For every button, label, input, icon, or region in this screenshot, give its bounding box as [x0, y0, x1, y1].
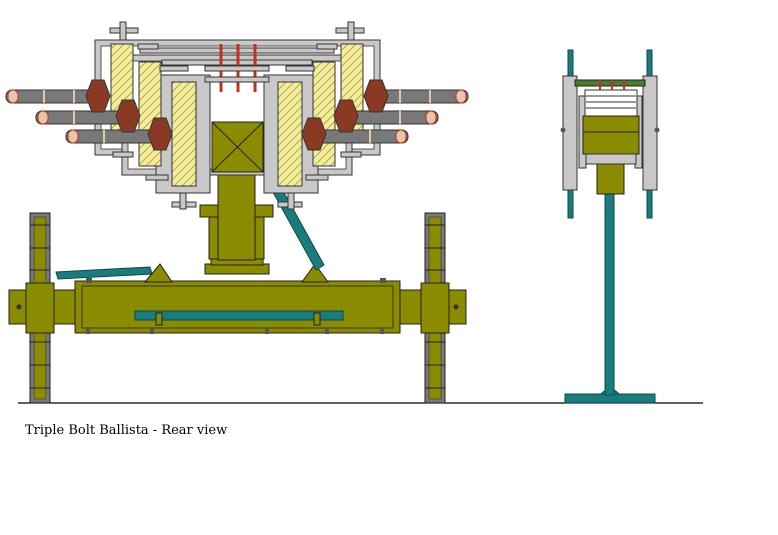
right-wheel [420, 212, 450, 404]
left-wheel [25, 212, 55, 404]
side-view [560, 49, 660, 404]
pedestal [199, 171, 274, 275]
right-bracket [301, 263, 329, 283]
axle-carriage [8, 278, 467, 334]
tiller-arm [55, 266, 153, 280]
left-bow-arms [5, 79, 173, 151]
figure-caption: Triple Bolt Ballista - Rear view [25, 423, 228, 438]
rear-view [5, 21, 469, 404]
right-bow-arms [301, 79, 469, 151]
left-bracket [143, 263, 173, 283]
